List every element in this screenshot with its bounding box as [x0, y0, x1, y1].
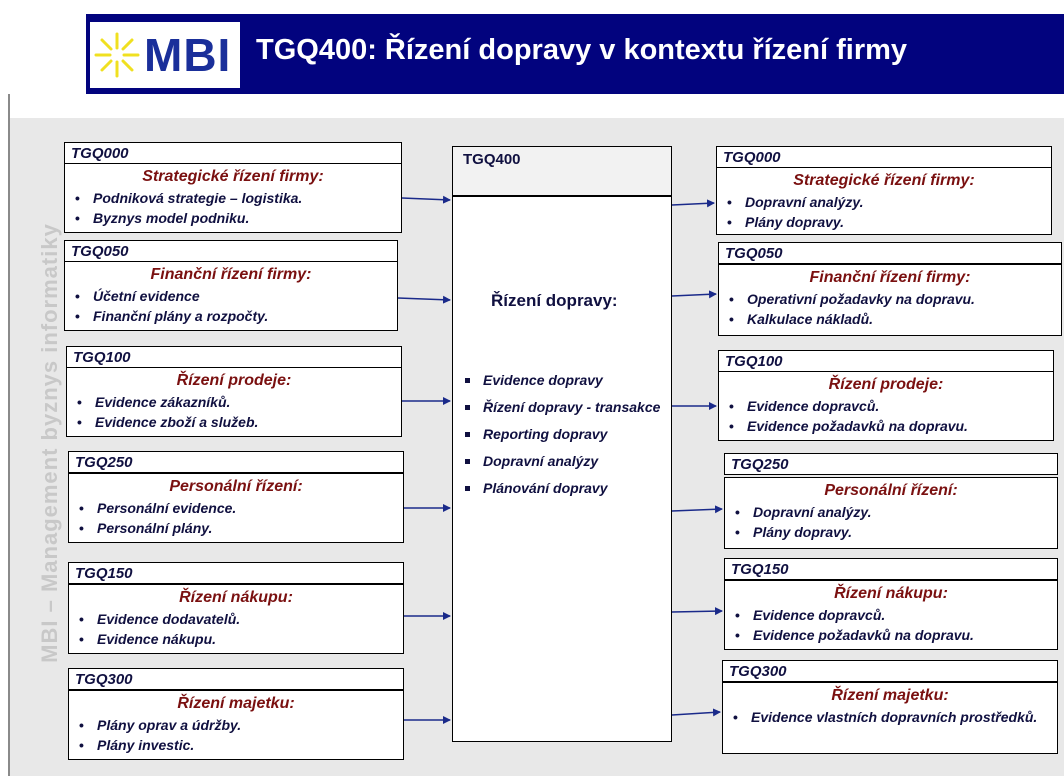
box-item: Dopravní analýzy. [717, 192, 1051, 212]
box-item: Evidence požadavků na dopravu. [725, 625, 1057, 645]
box-title: Řízení prodeje: [828, 376, 944, 393]
center-list: Evidence dopravy Řízení dopravy - transa… [461, 371, 661, 506]
arrow-right-6 [671, 708, 721, 717]
box-title: Řízení majetku: [177, 695, 295, 712]
box-item: Evidence nákupu. [69, 629, 403, 649]
box-item: Plány oprav a údržby. [69, 715, 403, 735]
box-item: Personální plány. [69, 518, 403, 538]
frame-line [8, 94, 10, 776]
right-box-code: TGQ250 [724, 453, 1058, 475]
left-box-purchasing: Řízení nákupu: Evidence dodavatelů. Evid… [68, 584, 404, 654]
box-item: Plány dopravy. [717, 212, 1051, 232]
box-item: Dopravní analýzy. [725, 502, 1057, 522]
arrow-right-1 [671, 199, 715, 208]
box-title: Řízení nákupu: [179, 589, 293, 606]
box-item: Finanční plány a rozpočty. [65, 306, 397, 326]
box-item: Evidence dodavatelů. [69, 609, 403, 629]
logo-text: MBI [144, 29, 232, 81]
right-box-strategic: Strategické řízení firmy: Dopravní analý… [716, 167, 1052, 235]
left-box-code: TGQ300 [68, 668, 404, 690]
box-title: Personální řízení: [824, 482, 958, 499]
box-item: Podniková strategie – logistika. [65, 188, 401, 208]
box-item: Plány investic. [69, 735, 403, 755]
right-box-assets: Řízení majetku: Evidence vlastních dopra… [722, 682, 1058, 754]
left-box-assets: Řízení majetku: Plány oprav a údržby. Pl… [68, 690, 404, 760]
page-title: TGQ400: Řízení dopravy v kontextu řízení… [256, 34, 908, 66]
box-title: Finanční řízení firmy: [809, 269, 971, 286]
left-box-sales: Řízení prodeje: Evidence zákazníků. Evid… [66, 367, 402, 437]
box-title: Personální řízení: [169, 478, 303, 495]
box-item: Evidence zákazníků. [67, 392, 401, 412]
title-bar [86, 14, 1064, 94]
left-box-personnel: Personální řízení: Personální evidence. … [68, 473, 404, 543]
center-item: Reporting dopravy [461, 425, 661, 444]
arrow-left-1 [401, 195, 451, 204]
right-box-code: TGQ100 [718, 350, 1054, 372]
right-box-financial: Finanční řízení firmy: Operativní požada… [718, 264, 1062, 336]
box-item: Operativní požadavky na dopravu. [719, 289, 1061, 309]
sun-icon [94, 32, 140, 78]
left-box-code: TGQ150 [68, 562, 404, 584]
arrow-left-2 [397, 295, 451, 304]
box-title: Strategické řízení firmy: [142, 168, 324, 185]
right-box-code: TGQ150 [724, 558, 1058, 580]
left-box-code: TGQ250 [68, 451, 404, 473]
box-item: Účetní evidence [65, 286, 397, 306]
logo: MBI [90, 22, 240, 88]
box-item: Personální evidence. [69, 498, 403, 518]
box-item: Evidence vlastních dopravních prostředků… [723, 707, 1057, 727]
left-box-strategic: Strategické řízení firmy: Podniková stra… [64, 163, 402, 233]
box-title: Řízení prodeje: [176, 372, 292, 389]
right-box-code: TGQ300 [722, 660, 1058, 682]
center-box-code: TGQ400 [452, 146, 672, 196]
box-item: Evidence dopravců. [719, 396, 1053, 416]
left-box-code: TGQ000 [64, 142, 402, 164]
right-box-personnel: Personální řízení: Dopravní analýzy. Plá… [724, 477, 1058, 549]
center-item: Řízení dopravy - transakce [461, 398, 661, 417]
right-box-sales: Řízení prodeje: Evidence dopravců. Evide… [718, 371, 1054, 441]
left-box-financial: Finanční řízení firmy: Účetní evidence F… [64, 261, 398, 331]
box-title: Strategické řízení firmy: [793, 172, 975, 189]
box-title: Řízení nákupu: [834, 585, 948, 602]
right-box-code: TGQ050 [718, 242, 1062, 264]
center-item: Plánování dopravy [461, 479, 661, 498]
box-item: Evidence dopravců. [725, 605, 1057, 625]
box-title: Finanční řízení firmy: [150, 266, 312, 283]
box-item: Evidence požadavků na dopravu. [719, 416, 1053, 436]
arrow-right-5 [671, 607, 723, 616]
center-item: Evidence dopravy [461, 371, 661, 390]
center-title: Řízení dopravy: [491, 291, 618, 310]
box-item: Byznys model podniku. [65, 208, 401, 228]
box-title: Řízení majetku: [831, 687, 949, 704]
center-box: Řízení dopravy: Evidence dopravy Řízení … [452, 196, 672, 742]
box-item: Plány dopravy. [725, 522, 1057, 542]
arrow-right-2 [671, 290, 717, 299]
box-item: Kalkulace nákladů. [719, 309, 1061, 329]
center-item: Dopravní analýzy [461, 452, 661, 471]
right-box-purchasing: Řízení nákupu: Evidence dopravců. Eviden… [724, 580, 1058, 650]
box-item: Evidence zboží a služeb. [67, 412, 401, 432]
arrow-right-4 [671, 505, 723, 514]
